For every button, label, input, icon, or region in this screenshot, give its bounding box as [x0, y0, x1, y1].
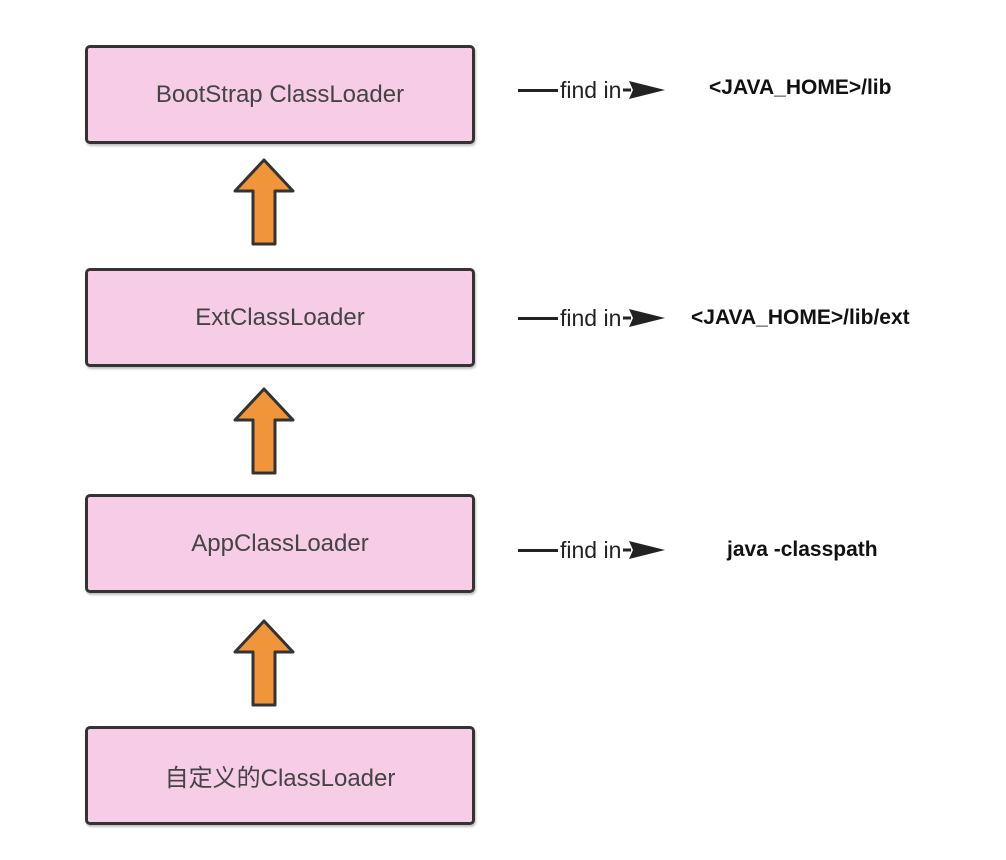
- connector-line: [518, 548, 558, 552]
- app-classloader-box: AppClassLoader: [85, 494, 475, 593]
- bootstrap-find-connector: find in: [518, 75, 667, 105]
- bootstrap-search-path: <JAVA_HOME>/lib: [709, 76, 892, 99]
- ext-classloader-label: ExtClassLoader: [195, 303, 365, 331]
- custom-classloader-label: 自定义的ClassLoader: [164, 765, 396, 792]
- bootstrap-classloader-box: BootStrap ClassLoader: [85, 45, 475, 144]
- find-in-label: find in: [560, 76, 622, 103]
- up-arrow-icon: [233, 387, 295, 475]
- app-classloader-label: AppClassLoader: [191, 529, 369, 557]
- up-arrow-icon: [233, 619, 295, 707]
- bootstrap-classloader-label: BootStrap ClassLoader: [155, 80, 405, 108]
- connector-line: [518, 88, 558, 92]
- ext-classloader-box: ExtClassLoader: [85, 268, 475, 367]
- right-pointer-icon: [623, 541, 666, 559]
- ext-find-connector: find in: [518, 303, 667, 333]
- up-arrow-icon: [233, 158, 295, 246]
- right-pointer-icon: [623, 81, 666, 99]
- app-search-path: java -classpath: [727, 538, 878, 561]
- app-find-connector: find in: [518, 535, 667, 565]
- custom-classloader-box: 自定义的ClassLoader: [85, 726, 475, 825]
- right-pointer-icon: [623, 309, 666, 327]
- connector-line: [518, 316, 558, 320]
- find-in-label: find in: [560, 304, 622, 331]
- find-in-label: find in: [560, 536, 622, 563]
- ext-search-path: <JAVA_HOME>/lib/ext: [691, 306, 910, 329]
